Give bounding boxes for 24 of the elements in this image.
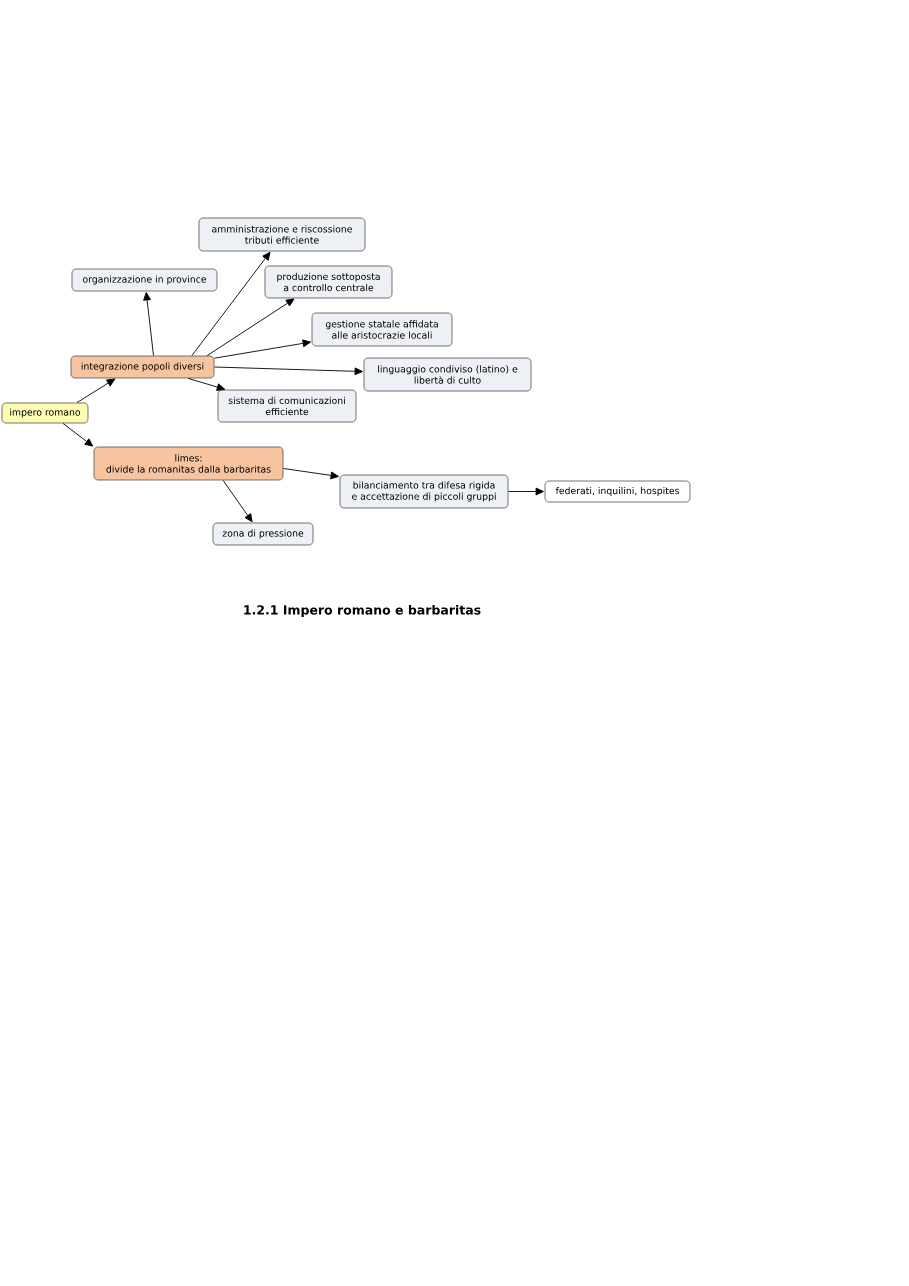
arrow [143, 292, 154, 357]
arrow [191, 251, 271, 357]
arrow [187, 377, 226, 391]
concept-box: gestione statale affidata alle aristocrazie locali [311, 312, 453, 347]
concept-box: zona di pressione [212, 522, 314, 546]
concept-box: federati, inquilini, hospites [544, 480, 691, 503]
arrow [206, 298, 295, 357]
arrow [76, 378, 116, 404]
caption: 1.2.1 Impero romano e barbaritas [244, 604, 481, 618]
arrow [62, 422, 94, 447]
arrow [213, 339, 311, 359]
concept-box: amministrazione e riscossione tributi efficiente [198, 217, 366, 252]
concept-box: integrazione popoli diversi [70, 355, 215, 379]
arrow [507, 487, 544, 496]
concept-box: sistema di comunicazioni efficiente [217, 389, 357, 423]
arrow [213, 366, 363, 376]
concept-box: bilanciamento tra difesa rigida e accettazione di piccoli gruppi [339, 474, 509, 509]
concept-box: organizzazione in province [71, 268, 218, 292]
concept-box: linguaggio condiviso (latino) e libertà di culto [363, 357, 532, 392]
concept-box: produzione sottoposta a controllo centrale [264, 265, 393, 299]
concept-box: impero romano [1, 402, 89, 424]
arrow [222, 479, 253, 523]
concept-box: limes: divide la romanitas dalla barbaritas [93, 446, 284, 481]
arrow [282, 468, 339, 480]
